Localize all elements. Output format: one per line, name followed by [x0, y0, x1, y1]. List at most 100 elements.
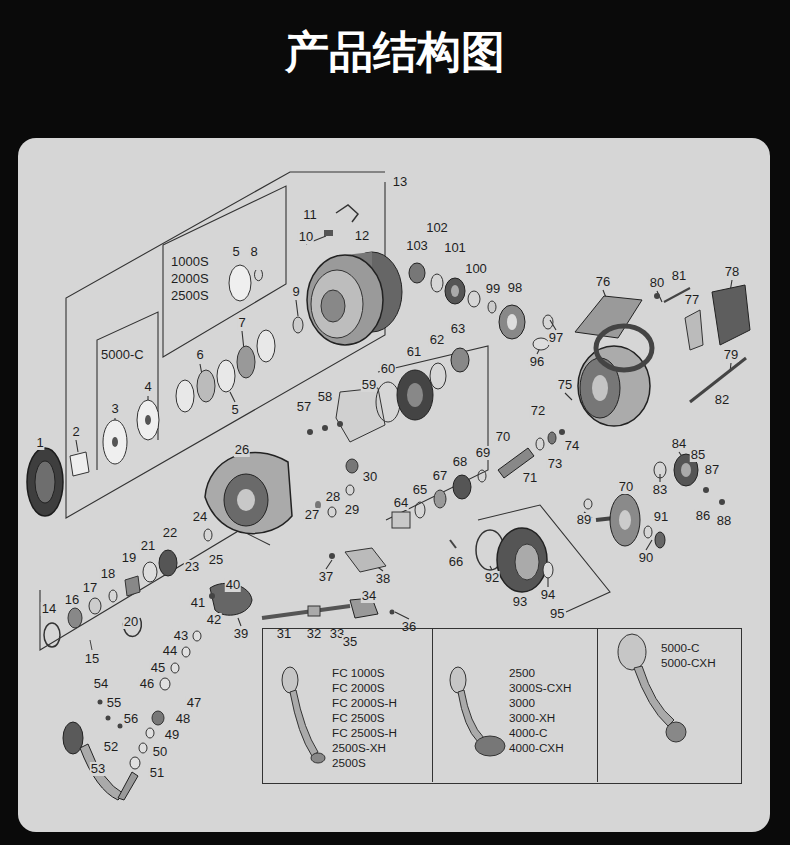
model-name: FC 1000S	[332, 665, 432, 680]
callout-number: 30	[362, 470, 378, 484]
model-name: FC 2500S	[332, 710, 432, 725]
callout-number: 81	[671, 269, 687, 283]
callout-number: 95	[549, 607, 565, 621]
callout-number: 18	[100, 567, 116, 581]
callout-number: 16	[64, 593, 80, 607]
callout-number: 13	[392, 175, 408, 189]
callout-number: 1	[35, 436, 44, 450]
callout-number: 17	[82, 581, 98, 595]
callout-number: 65	[412, 483, 428, 497]
model-name: 3000-XH	[509, 710, 597, 725]
callout-number: 101	[443, 241, 467, 255]
callout-number: 29	[344, 503, 360, 517]
callout-number: 48	[175, 712, 191, 726]
callout-number: 3	[110, 402, 119, 416]
callout-number: 31	[276, 627, 292, 641]
model-name: 3000S-CXH	[509, 680, 597, 695]
callout-number: 5	[231, 245, 240, 259]
callout-number: 84	[671, 437, 687, 451]
callout-number: 14	[41, 602, 57, 616]
callout-number: 39	[233, 627, 249, 641]
callout-number: 59	[361, 378, 377, 392]
callout-number: 55	[106, 696, 122, 710]
callout-number: 91	[653, 510, 669, 524]
callout-number: 57	[296, 400, 312, 414]
callout-number: 28	[325, 490, 341, 504]
model-name: 5000-CXH	[661, 655, 740, 670]
callout-number: 4	[143, 380, 152, 394]
callout-number: 82	[714, 393, 730, 407]
callout-number: 70	[618, 480, 634, 494]
callout-number: 77	[684, 293, 700, 307]
callout-number: 69	[475, 446, 491, 460]
callout-number: 54	[93, 677, 109, 691]
callout-number: 93	[512, 595, 528, 609]
callout-number: 21	[140, 539, 156, 553]
callout-number: 102	[425, 221, 449, 235]
callout-number: 94	[540, 588, 556, 602]
model-name: FC 2000S-H	[332, 695, 432, 710]
callout-number: 80	[649, 276, 665, 290]
model-name: 2500	[509, 665, 597, 680]
callout-number: 96	[529, 355, 545, 369]
model-name: 4000-C	[509, 725, 597, 740]
group-bracket	[40, 530, 270, 650]
callout-number: 42	[206, 613, 222, 627]
callout-number: 56	[123, 712, 139, 726]
callout-number: 76	[595, 275, 611, 289]
handle-variant-cell: FC 1000SFC 2000SFC 2000S-HFC 2500SFC 250…	[263, 629, 433, 782]
callout-number: 103	[405, 239, 429, 253]
callout-number: 68	[452, 455, 468, 469]
handle-variant-cell: 5000-C5000-CXH	[598, 629, 740, 782]
callout-number: 8	[249, 245, 258, 259]
callout-number: 70	[495, 430, 511, 444]
callout-number: 86	[695, 509, 711, 523]
callout-number: 9	[291, 285, 300, 299]
handle-variant-cell: 25003000S-CXH30003000-XH4000-C4000-CXH	[433, 629, 598, 782]
callout-number: 92	[484, 571, 500, 585]
callout-number: 62	[429, 333, 445, 347]
callout-number: 38	[375, 572, 391, 586]
callout-number: 46	[139, 677, 155, 691]
callout-number: 97	[548, 331, 564, 345]
callout-number: 78	[724, 265, 740, 279]
callout-number: 34	[361, 589, 377, 603]
callout-number: 90	[638, 551, 654, 565]
callout-number: 11	[302, 208, 318, 222]
callout-number: 85	[690, 448, 706, 462]
callout-number: 49	[164, 728, 180, 742]
callout-number: 12	[354, 229, 370, 243]
callout-number: 5	[230, 403, 239, 417]
callout-number: 87	[704, 463, 720, 477]
callout-number: 24	[192, 510, 208, 524]
callout-number: 26	[234, 443, 250, 457]
callout-number: 72	[530, 404, 546, 418]
group-bracket	[378, 346, 488, 520]
callout-number: 20	[123, 615, 139, 629]
callout-number: 44	[162, 644, 178, 658]
callout-number: 89	[576, 513, 592, 527]
callout-number: 60	[380, 362, 396, 376]
callout-number: 19	[121, 551, 137, 565]
callout-number: 53	[90, 762, 106, 776]
callout-number: 1000S	[170, 255, 210, 269]
callout-number: 63	[450, 322, 466, 336]
callout-number: 99	[485, 282, 501, 296]
callout-number: 43	[173, 629, 189, 643]
model-name: 2500S-XH	[332, 740, 432, 755]
variant-table: 95FC 1000SFC 2000SFC 2000S-HFC 2500SFC 2…	[262, 628, 742, 784]
callout-number: 75	[557, 378, 573, 392]
group-bracket	[478, 505, 610, 612]
model-name: 4000-CXH	[509, 740, 597, 755]
callout-number: 37	[318, 570, 334, 584]
callout-number: 64	[393, 496, 409, 510]
callout-number: 45	[150, 661, 166, 675]
callout-number: 73	[547, 457, 563, 471]
model-name: 2500S	[332, 755, 432, 770]
model-name: 5000-C	[661, 640, 740, 655]
callout-number: 41	[190, 596, 206, 610]
callout-number: 67	[432, 469, 448, 483]
callout-number: 36	[401, 620, 417, 634]
callout-number: 40	[225, 578, 241, 592]
